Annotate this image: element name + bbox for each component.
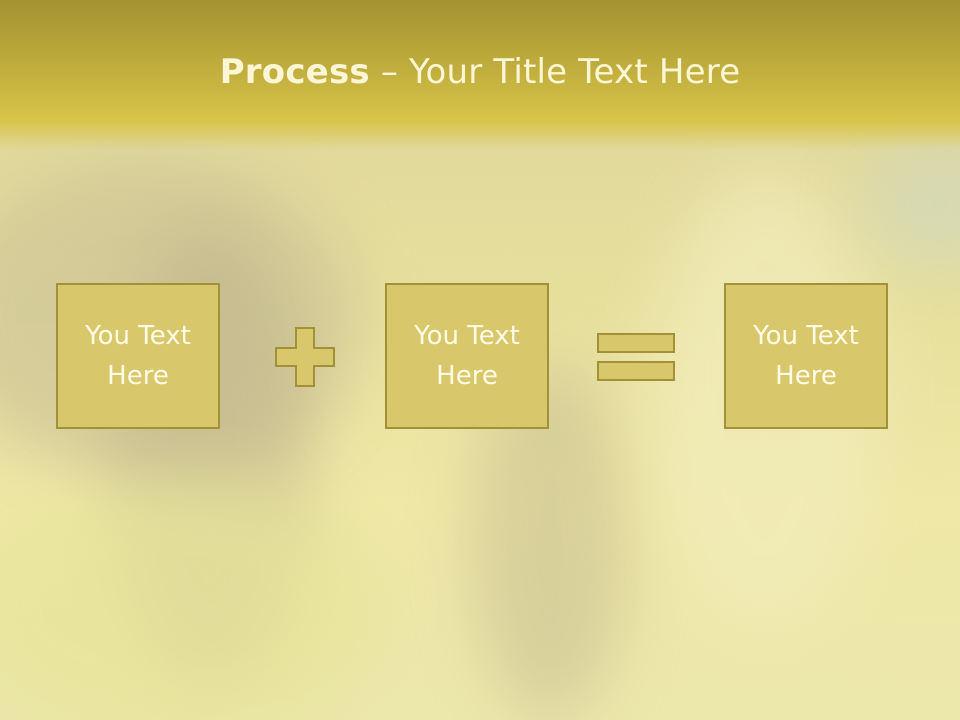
text-box-1[interactable]: You Text Here	[56, 283, 220, 429]
text-box-2[interactable]: You Text Here	[385, 283, 549, 429]
plus-icon	[275, 327, 335, 387]
box-3-line-2: Here	[775, 361, 837, 391]
title-bold: Process	[219, 52, 370, 92]
text-box-3[interactable]: You Text Here	[724, 283, 888, 429]
box-1-line-1: You Text	[85, 321, 191, 351]
box-1-line-2: Here	[107, 361, 169, 391]
box-2-line-2: Here	[436, 361, 498, 391]
title-rest: – Your Title Text Here	[369, 52, 741, 92]
slide-title: Process – Your Title Text Here	[0, 52, 960, 92]
equals-icon	[597, 333, 675, 381]
header-band	[0, 0, 960, 150]
box-3-line-1: You Text	[753, 321, 859, 351]
box-2-line-1: You Text	[414, 321, 520, 351]
